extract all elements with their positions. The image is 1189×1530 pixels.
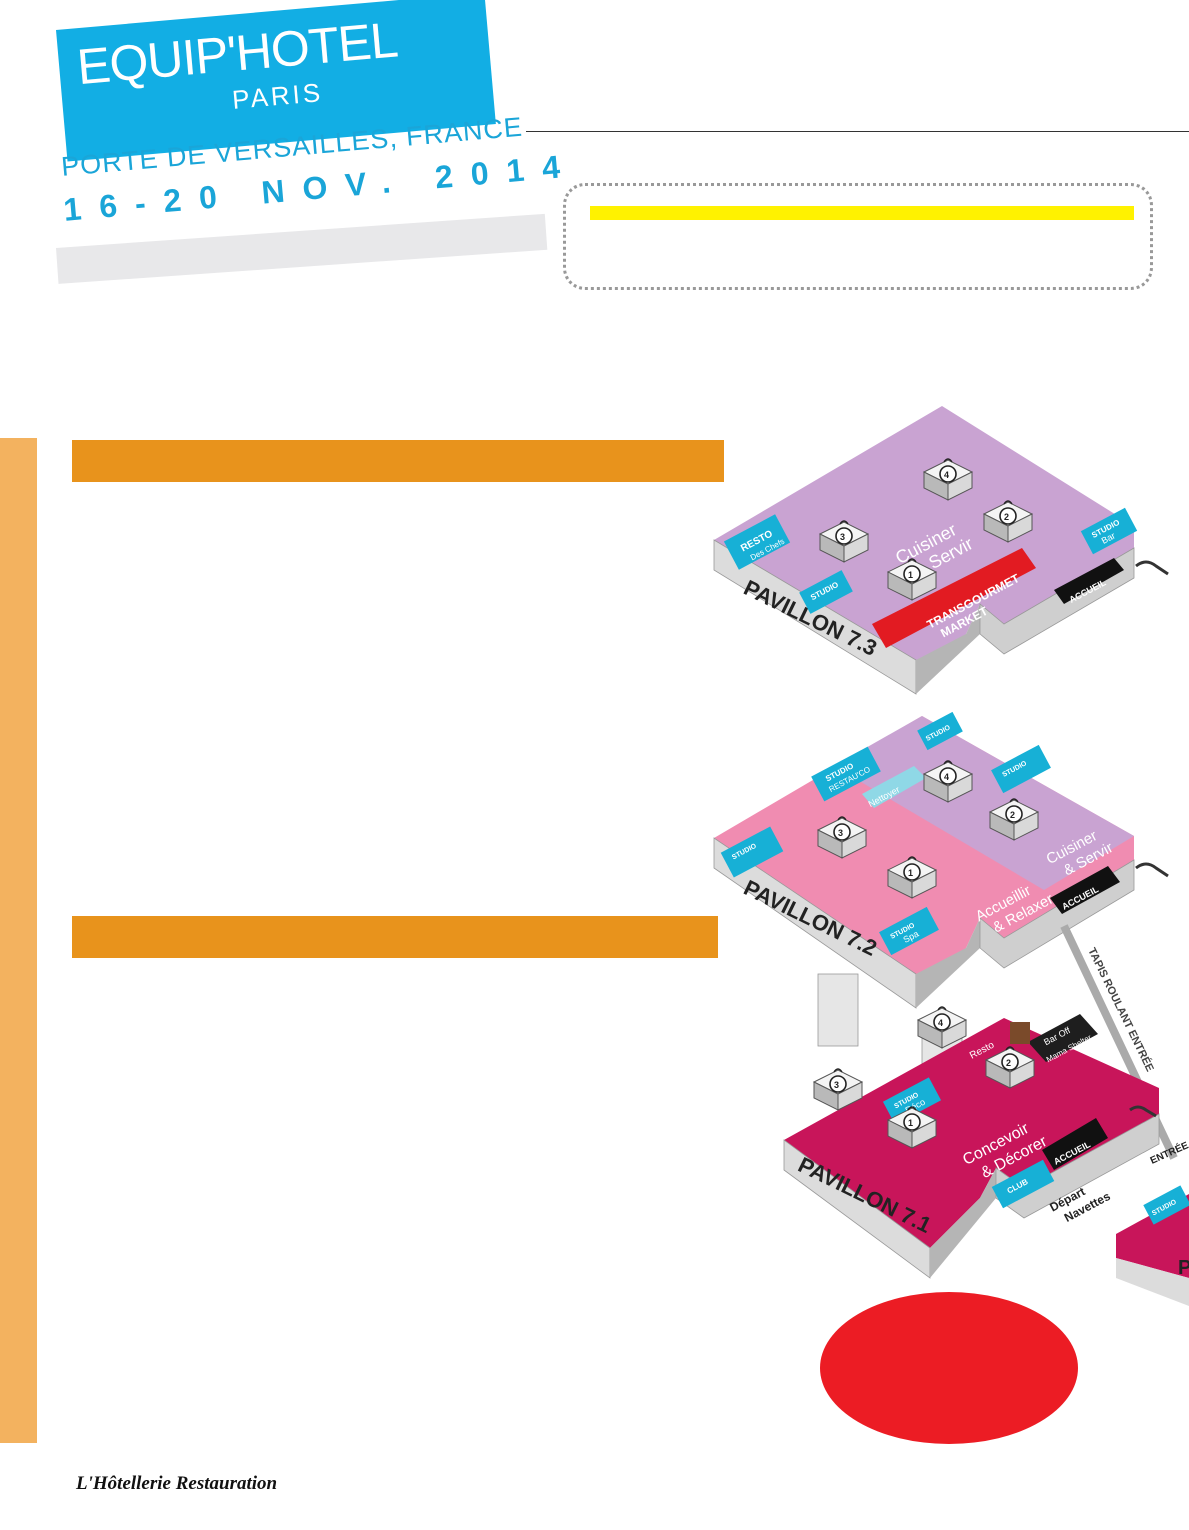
footer-brand: L'Hôtellerie Restauration	[76, 1473, 278, 1494]
stand-4-7-2: 4	[944, 772, 949, 782]
stand-2-7-1: 2	[1006, 1058, 1011, 1068]
stand-2-7-2: 2	[1010, 810, 1015, 820]
stand-3-7-1: 3	[834, 1080, 839, 1090]
side-band	[0, 438, 37, 1443]
section-bar-bottom	[72, 916, 718, 958]
stand-1-7-2: 1	[908, 868, 913, 878]
notice-highlight	[590, 206, 1134, 220]
red-badge	[820, 1292, 1078, 1444]
stand-2-7-3: 2	[1004, 512, 1009, 522]
header-rule	[526, 131, 1189, 132]
stand-4-7-1: 4	[938, 1018, 943, 1028]
stand-4-7-3: 4	[944, 470, 949, 480]
notice-box	[563, 183, 1153, 290]
floor-plan: PAVILLON 7.3 RESTO Des Chefs STUDIO STUD…	[704, 398, 1189, 1460]
stand-1-7-3: 1	[908, 570, 913, 580]
section-bar-top	[72, 440, 724, 482]
logo-ribbon	[56, 213, 548, 284]
stand-3-7-2: 3	[838, 828, 843, 838]
stand-3-7-3: 3	[840, 532, 845, 542]
pavilion-7-2: PAVILLON 7.2 STUDIO RESTAU'CO STUDIO STU…	[713, 711, 1169, 1009]
pavilion-cut-label: P	[1178, 1257, 1189, 1279]
pavilion-7-1: PAVILLON 7.1 Bar Off Mama Shelter STUDIO…	[783, 973, 1160, 1279]
pavilion-7-3: PAVILLON 7.3 RESTO Des Chefs STUDIO STUD…	[713, 406, 1169, 695]
stand-1-7-1: 1	[908, 1118, 913, 1128]
